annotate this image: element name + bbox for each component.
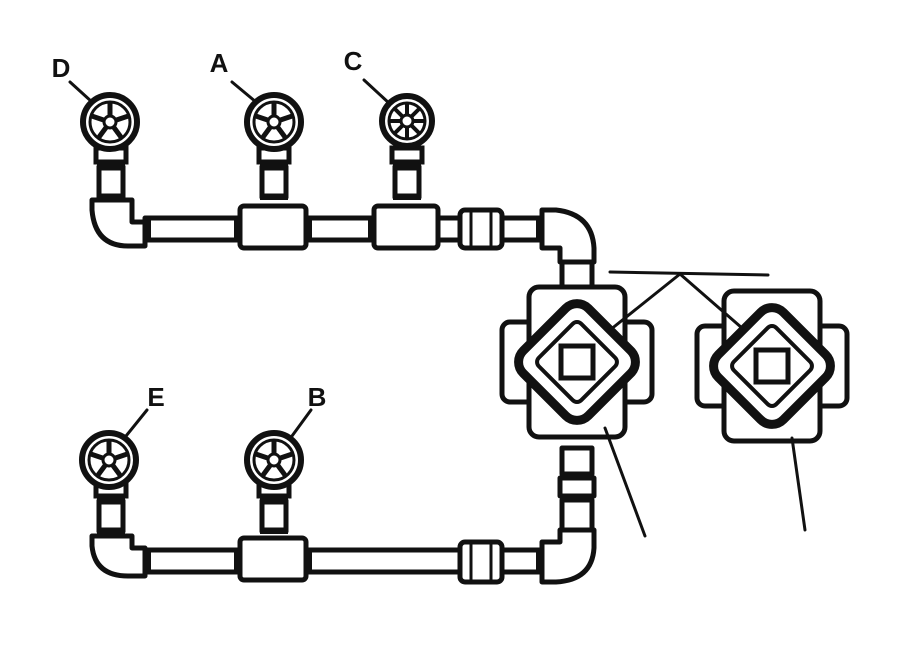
valve-label-B: B bbox=[308, 382, 327, 412]
valve-D-stem bbox=[96, 148, 126, 200]
pump-right bbox=[697, 291, 847, 441]
upper-pipe-run bbox=[89, 197, 597, 294]
valve-label-C: C bbox=[344, 46, 363, 76]
valve-C-stem bbox=[392, 148, 422, 200]
valve-B-handwheel bbox=[247, 433, 301, 487]
valve-label-E: E bbox=[147, 382, 164, 412]
valve-label-D: D bbox=[52, 53, 71, 83]
valve-C-handwheel bbox=[379, 93, 435, 149]
valve-A-stem bbox=[259, 148, 289, 200]
pump-callout bbox=[603, 270, 807, 538]
pump-left bbox=[502, 287, 652, 437]
lower-pipe-run bbox=[89, 428, 597, 585]
leader-lines bbox=[68, 78, 392, 438]
valve-E-handwheel bbox=[82, 433, 136, 487]
valve-label-A: A bbox=[210, 48, 229, 78]
